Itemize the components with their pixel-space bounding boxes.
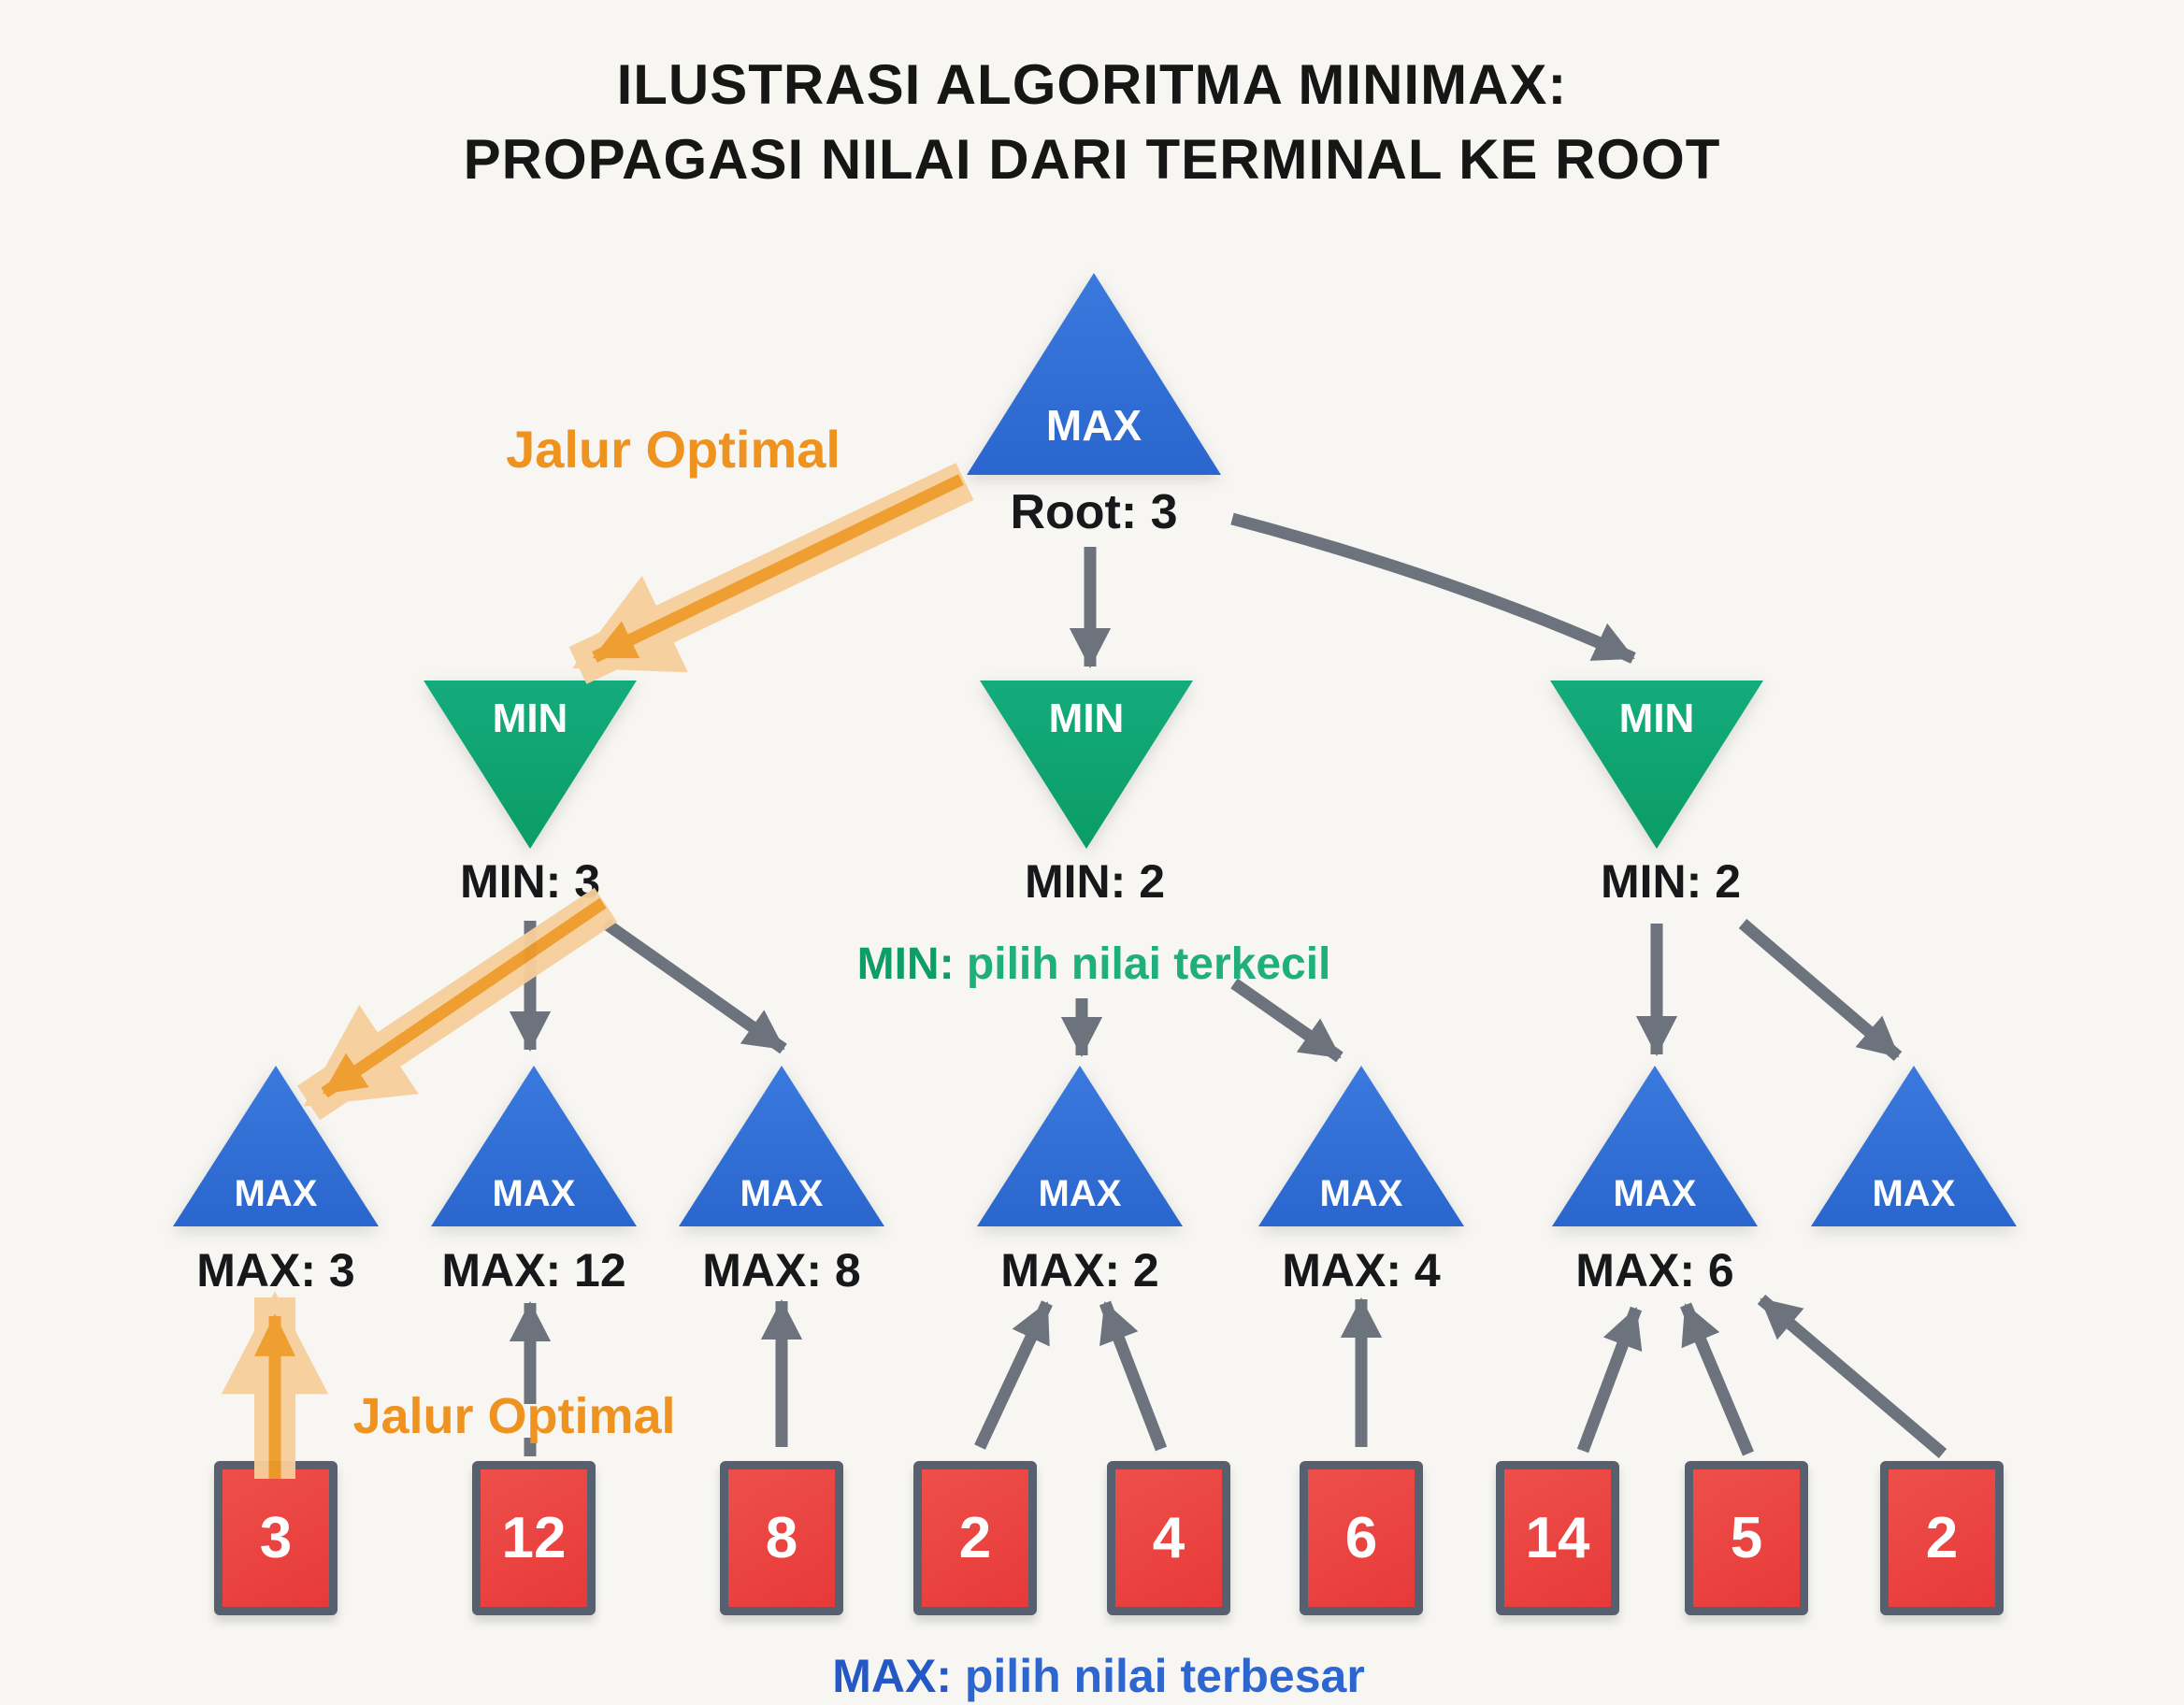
max-triangle-6: MAX: [1552, 1066, 1758, 1226]
max-node-label-3: MAX: [740, 1173, 824, 1214]
terminal-node-8: 5: [1685, 1461, 1808, 1615]
root-node-label: MAX: [1045, 401, 1142, 450]
diagram-title-line2: PROPAGASI NILAI DARI TERMINAL KE ROOT: [463, 128, 1721, 191]
min-node-label-2: MIN: [1048, 695, 1125, 741]
max-note-text: pilih nilai terbesar: [951, 1650, 1365, 1702]
min-node-1: MIN: [424, 681, 637, 849]
min-value-label-3: MIN: 2: [1601, 855, 1741, 908]
arrow-min3-to-max7: [1738, 919, 1903, 1061]
arrow-leaf9-to-max6: [1757, 1295, 1947, 1458]
terminal-value-8: 5: [1730, 1506, 1763, 1570]
terminal-value-5: 4: [1152, 1506, 1185, 1570]
max-value-label-2: MAX: 12: [441, 1244, 626, 1297]
optimal-path-label-bottom: Jalur Optimal: [352, 1388, 676, 1444]
max-triangle-3: MAX: [679, 1066, 884, 1226]
terminal-node-6: 6: [1300, 1461, 1423, 1615]
terminal-node-3: 8: [720, 1461, 843, 1615]
terminal-node-2: 12: [472, 1461, 596, 1615]
terminal-node-9: 2: [1880, 1461, 2004, 1615]
min-triangle-1: MIN: [424, 681, 637, 849]
terminal-value-2: 12: [501, 1506, 567, 1570]
max-triangle-2: MAX: [431, 1066, 637, 1226]
min-value-label-1: MIN: 3: [460, 855, 600, 908]
max-triangle-4: MAX: [977, 1066, 1183, 1226]
terminal-value-9: 2: [1925, 1506, 1959, 1570]
arrow-leaf5-to-max4: [1099, 1300, 1168, 1452]
min-value-label-2: MIN: 2: [1025, 855, 1165, 908]
terminal-node-7: 14: [1496, 1461, 1619, 1615]
min-note: MIN: pilih nilai terkecil: [813, 938, 1374, 990]
max-node-3: MAX: [679, 1066, 884, 1226]
max-value-label-3: MAX: 8: [702, 1244, 861, 1297]
optimal-path-label-top: Jalur Optimal: [506, 420, 841, 479]
max-node-4: MAX: [977, 1066, 1183, 1226]
arrow-root-to-min3: [1230, 512, 1636, 664]
max-node-label-2: MAX: [492, 1173, 576, 1214]
terminal-node-1: 3: [214, 1461, 338, 1615]
terminal-value-6: 6: [1344, 1506, 1378, 1570]
max-triangle-5: MAX: [1258, 1066, 1464, 1226]
optimal-arrow-root-to-min1: [568, 463, 974, 684]
max-triangle-1: MAX: [173, 1066, 379, 1226]
min-triangle-3: MIN: [1550, 681, 1763, 849]
max-node-label-1: MAX: [234, 1173, 318, 1214]
max-node-5: MAX: [1258, 1066, 1464, 1226]
arrow-min1-to-max3: [602, 918, 787, 1054]
max-node-label-7: MAX: [1872, 1173, 1956, 1214]
max-triangle-7: MAX: [1811, 1066, 2017, 1226]
diagram-title-line1: ILUSTRASI ALGORITMA MINIMAX:: [616, 53, 1568, 116]
min-node-3: MIN: [1550, 681, 1763, 849]
terminal-value-1: 3: [259, 1506, 293, 1570]
min-note-prefix: MIN:: [856, 939, 955, 989]
terminal-value-4: 2: [958, 1506, 992, 1570]
arrow-leaf7-to-max6: [1576, 1306, 1643, 1454]
root-value-label: Root: 3: [1010, 485, 1178, 539]
max-node-label-4: MAX: [1038, 1173, 1122, 1214]
root-max-node: MAX: [967, 273, 1221, 475]
terminal-node-5: 4: [1107, 1461, 1230, 1615]
min-node-label-3: MIN: [1618, 695, 1695, 741]
min-node-label-1: MIN: [492, 695, 568, 741]
min-triangle-2: MIN: [980, 681, 1193, 849]
max-value-label-4: MAX: 2: [1000, 1244, 1159, 1297]
max-value-label-6: MAX: 6: [1575, 1244, 1734, 1297]
arrow-min2-to-max5: [1230, 978, 1343, 1063]
max-node-6: MAX: [1552, 1066, 1758, 1226]
max-value-label-5: MAX: 4: [1282, 1244, 1441, 1297]
arrow-leaf4-to-max4: [974, 1300, 1053, 1450]
terminal-node-4: 2: [913, 1461, 1037, 1615]
max-node-1: MAX: [173, 1066, 379, 1226]
max-value-label-1: MAX: 3: [196, 1244, 355, 1297]
max-node-2: MAX: [431, 1066, 637, 1226]
max-note-prefix: MAX:: [832, 1650, 952, 1702]
max-node-7: MAX: [1811, 1066, 2017, 1226]
min-node-2: MIN: [980, 681, 1193, 849]
min-note-text: pilih nilai terkecil: [954, 939, 1331, 989]
arrow-leaf8-to-max6: [1680, 1302, 1754, 1456]
terminal-value-3: 8: [765, 1506, 798, 1570]
max-node-label-5: MAX: [1319, 1173, 1403, 1214]
max-note: MAX: pilih nilai terbesar: [790, 1649, 1407, 1703]
root-triangle: MAX: [967, 273, 1221, 475]
terminal-value-7: 14: [1525, 1506, 1590, 1570]
max-node-label-6: MAX: [1613, 1173, 1697, 1214]
